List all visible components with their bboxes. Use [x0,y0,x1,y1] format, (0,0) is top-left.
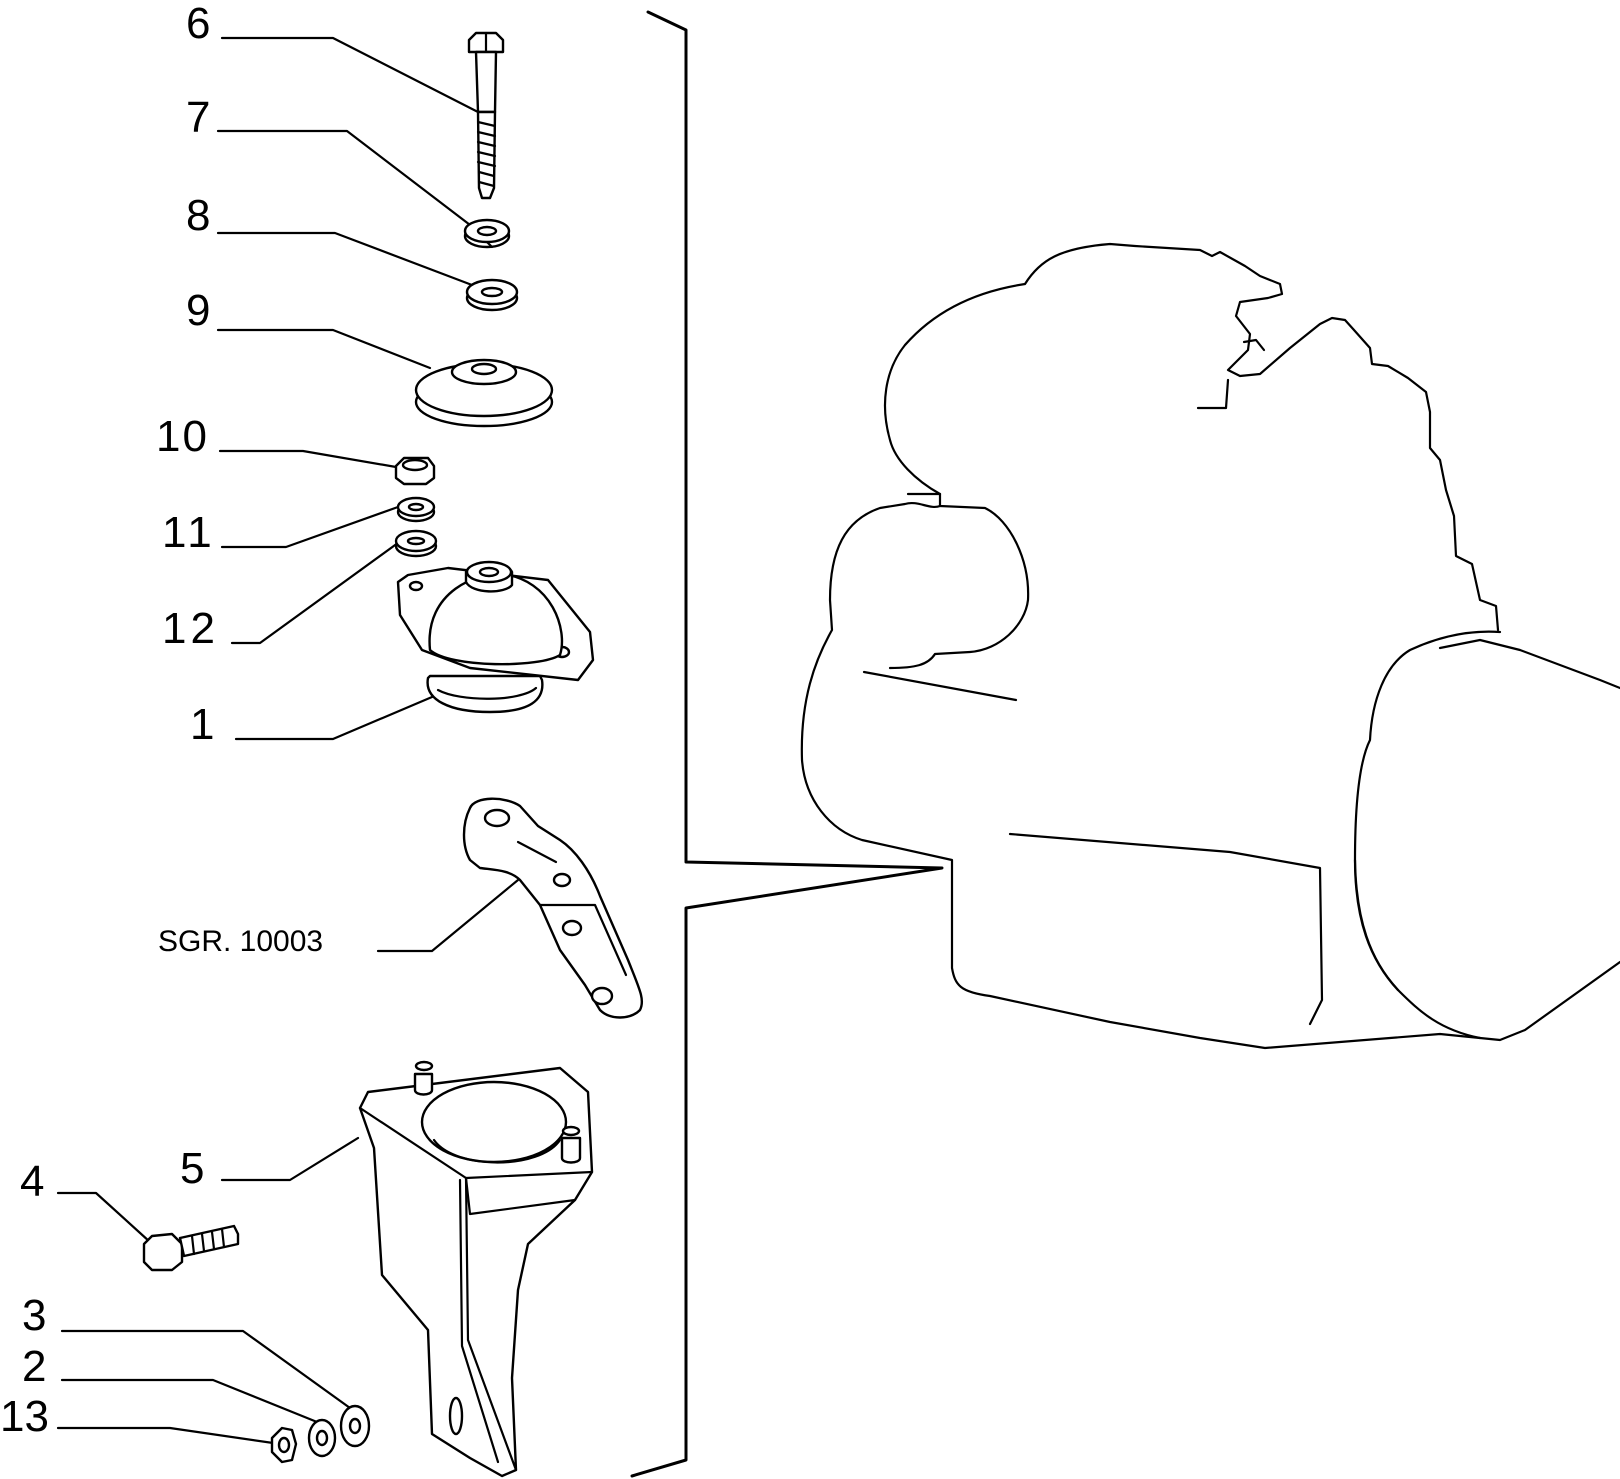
washer-part-12 [394,529,438,558]
leader-1 [234,695,434,741]
assembly-bracket [630,10,944,1478]
bracket-sgr-10003 [462,797,644,1019]
leader-12 [230,538,404,645]
leader-2 [60,1378,324,1426]
split-washer-part-11 [396,496,436,523]
callout-11: 11 [162,508,216,557]
callout-2: 2 [22,1342,46,1391]
reference-label-sgr: SGR. 10003 [158,925,323,958]
leader-9 [216,328,432,370]
dished-washer-part-9 [414,358,554,428]
split-washer-part-7 [463,218,511,249]
callout-1: 1 [190,700,214,749]
callout-8: 8 [186,191,210,240]
callout-5: 5 [180,1144,204,1193]
callout-labels: 6 7 8 9 10 11 12 1 SGR. 10003 5 4 3 2 13 [0,0,323,1441]
callout-6: 6 [186,0,210,48]
flat-washer-part-8 [465,278,519,312]
callout-3: 3 [22,1291,46,1340]
callout-13: 13 [0,1392,49,1441]
engine-mount-part-1 [396,560,595,714]
leader-7 [216,129,476,230]
nut-part-13 [270,1426,298,1464]
engine-outline [800,242,1620,1050]
leader-6 [220,36,480,114]
washer-part-3 [339,1404,371,1448]
bolt-part-6 [467,31,505,200]
leader-5 [220,1136,360,1182]
callout-7: 7 [186,93,210,142]
leader-sgr [376,878,520,953]
leader-8 [216,231,474,287]
callout-4: 4 [20,1157,44,1206]
leader-lines [56,36,520,1446]
leader-4 [56,1191,152,1244]
leader-11 [220,505,400,549]
split-washer-part-2 [307,1418,337,1458]
leader-3 [60,1329,352,1410]
leader-13 [56,1426,282,1446]
leader-10 [218,449,398,469]
bolt-part-4 [142,1224,240,1272]
callout-12: 12 [162,604,219,653]
callout-9: 9 [186,286,210,335]
nut-part-10 [394,456,436,486]
callout-10: 10 [156,412,209,461]
support-bracket-part-5 [358,1060,594,1478]
